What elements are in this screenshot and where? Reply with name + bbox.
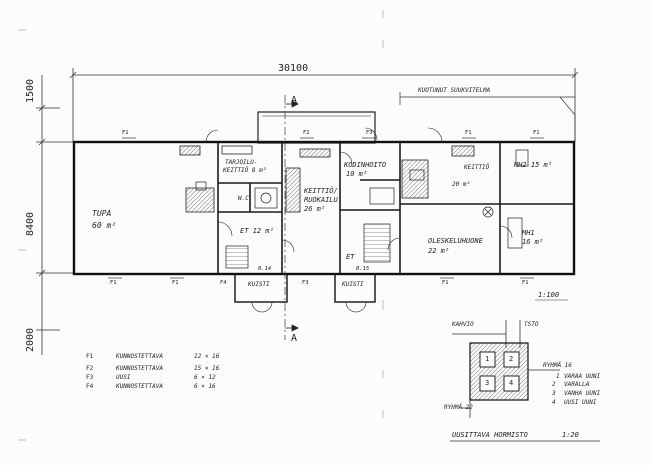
- room-oleskelu: OLESKELUHUONE: [428, 237, 483, 245]
- window-mark: F1: [533, 130, 540, 136]
- legend-size: 6 × 12: [194, 374, 216, 381]
- overall-width-label: 30100: [278, 63, 309, 74]
- flue-cell-number: 2: [509, 355, 514, 363]
- detail-item-num: 2: [552, 381, 556, 388]
- building-outline: [72, 140, 576, 276]
- legend-desc: KUNNOSTETTAVA: [116, 365, 163, 372]
- window-marks-outline: [108, 137, 544, 279]
- porch-doors: [251, 301, 367, 313]
- room-tupa-area: 60 m²: [92, 221, 117, 230]
- detail-item-text: VARALLA: [564, 381, 590, 388]
- detail-item-num: 3: [552, 390, 556, 397]
- room-mh1-area: 16 m²: [522, 238, 544, 246]
- left-dimension-line: [36, 75, 74, 355]
- section-a-top: A: [291, 95, 298, 106]
- detail-caption: UUSITTAVA HORMISTO: [452, 431, 528, 439]
- detail-item-num: 4: [552, 399, 556, 406]
- interior-walls: [217, 142, 574, 274]
- legend-size: 15 × 16: [194, 365, 220, 372]
- window-mark: F1: [442, 280, 449, 286]
- room-oleskelu-area: 22 m²: [428, 247, 450, 255]
- scale-label: 1:100: [538, 291, 560, 299]
- detail-item-text: UUSI UUNI: [564, 399, 597, 406]
- legend-desc: KUNNOSTETTAVA: [116, 353, 163, 360]
- room-et2: ET: [346, 253, 355, 261]
- room-keittio2: KEITTIÖ: [464, 164, 490, 171]
- section-a-bottom: A: [291, 333, 298, 344]
- window-mark: F1: [110, 280, 117, 286]
- top-entrance-block: [257, 111, 376, 144]
- window-mark: F3: [302, 280, 309, 286]
- door-mark-1: 0.14: [258, 266, 272, 272]
- legend-code: F4: [86, 383, 94, 390]
- legend-code: F3: [86, 374, 94, 381]
- window-mark: F1: [172, 280, 179, 286]
- detail-item-text: VARAA UUNI: [564, 373, 601, 380]
- room-kodinhoito: KODINHOITO: [344, 161, 387, 169]
- room-kuisti-1: KUISTI: [248, 281, 270, 288]
- sheet-margin-marks: [18, 10, 384, 441]
- window-mark: F1: [122, 130, 129, 136]
- window-mark: F1: [465, 130, 472, 136]
- overall-dimension-line: [69, 68, 579, 142]
- detail-item-text: VANHA UUNI: [564, 390, 601, 397]
- depth-top-label: 1500: [25, 78, 36, 103]
- legend-code: F1: [86, 353, 94, 360]
- detail-label-left: KAHVIO: [452, 321, 474, 328]
- window-mark: F4: [220, 280, 227, 286]
- depth-main-label: 8400: [25, 211, 36, 236]
- window-mark: F3: [366, 130, 373, 136]
- detail-label-right: TSTO: [524, 321, 539, 328]
- room-keittio-ruokailu: KEITTIÖ/: [304, 187, 338, 195]
- room-mh1: MH1: [522, 229, 535, 237]
- window-mark: F1: [522, 280, 529, 286]
- porches: [234, 273, 376, 303]
- fixtures: [195, 149, 529, 249]
- roof-outline-note: KUOTUNUT SUUKVITELMA: [418, 87, 491, 94]
- window-mark: F2: [303, 130, 310, 136]
- roof-outline-dimension: [399, 92, 576, 142]
- room-keittio2-area: 20 m²: [452, 181, 471, 188]
- room-kodinhoito-area: 10 m²: [346, 170, 368, 178]
- legend-code: F2: [86, 365, 94, 372]
- room-tarjoilu-area: KEITTIÖ 8 m²: [223, 167, 267, 174]
- room-keittio-area: 26 m²: [304, 205, 326, 213]
- room-tarjoilu: TARJOILU-: [225, 159, 258, 166]
- detail-scale: 1:20: [562, 431, 579, 439]
- room-kuisti-2: KUISTI: [342, 281, 364, 288]
- stairs: [225, 223, 391, 269]
- flue-cells: [479, 351, 520, 392]
- room-mh2: MH2 15 m²: [514, 161, 552, 169]
- room-et1: ET 12 m²: [240, 227, 274, 235]
- room-keittio-ruokailu-2: RUOKAILU: [304, 196, 338, 204]
- legend-size: 6 × 16: [194, 383, 216, 390]
- detail-group-bottom: RYHMÄ 22: [444, 404, 473, 411]
- flue-cell-number: 3: [485, 379, 490, 387]
- legend-desc: UUSI: [116, 374, 131, 381]
- section-arrows: [285, 100, 299, 332]
- legend-desc: KUNNOSTETTAVA: [116, 383, 163, 390]
- masonry-stoves: [179, 145, 475, 213]
- door-swings: [205, 127, 513, 253]
- flue-cell-number: 4: [509, 379, 514, 387]
- door-mark-2: 0.15: [356, 266, 370, 272]
- room-wc: W.C: [238, 195, 249, 202]
- depth-bottom-label: 2000: [25, 327, 36, 352]
- detail-item-num: 1: [556, 373, 560, 380]
- flue-cell-number: 1: [485, 355, 490, 363]
- detail-group-right: RYHMÄ 16: [543, 362, 572, 369]
- legend-size: 12 × 16: [194, 353, 220, 360]
- room-tupa: TUPA: [92, 209, 112, 218]
